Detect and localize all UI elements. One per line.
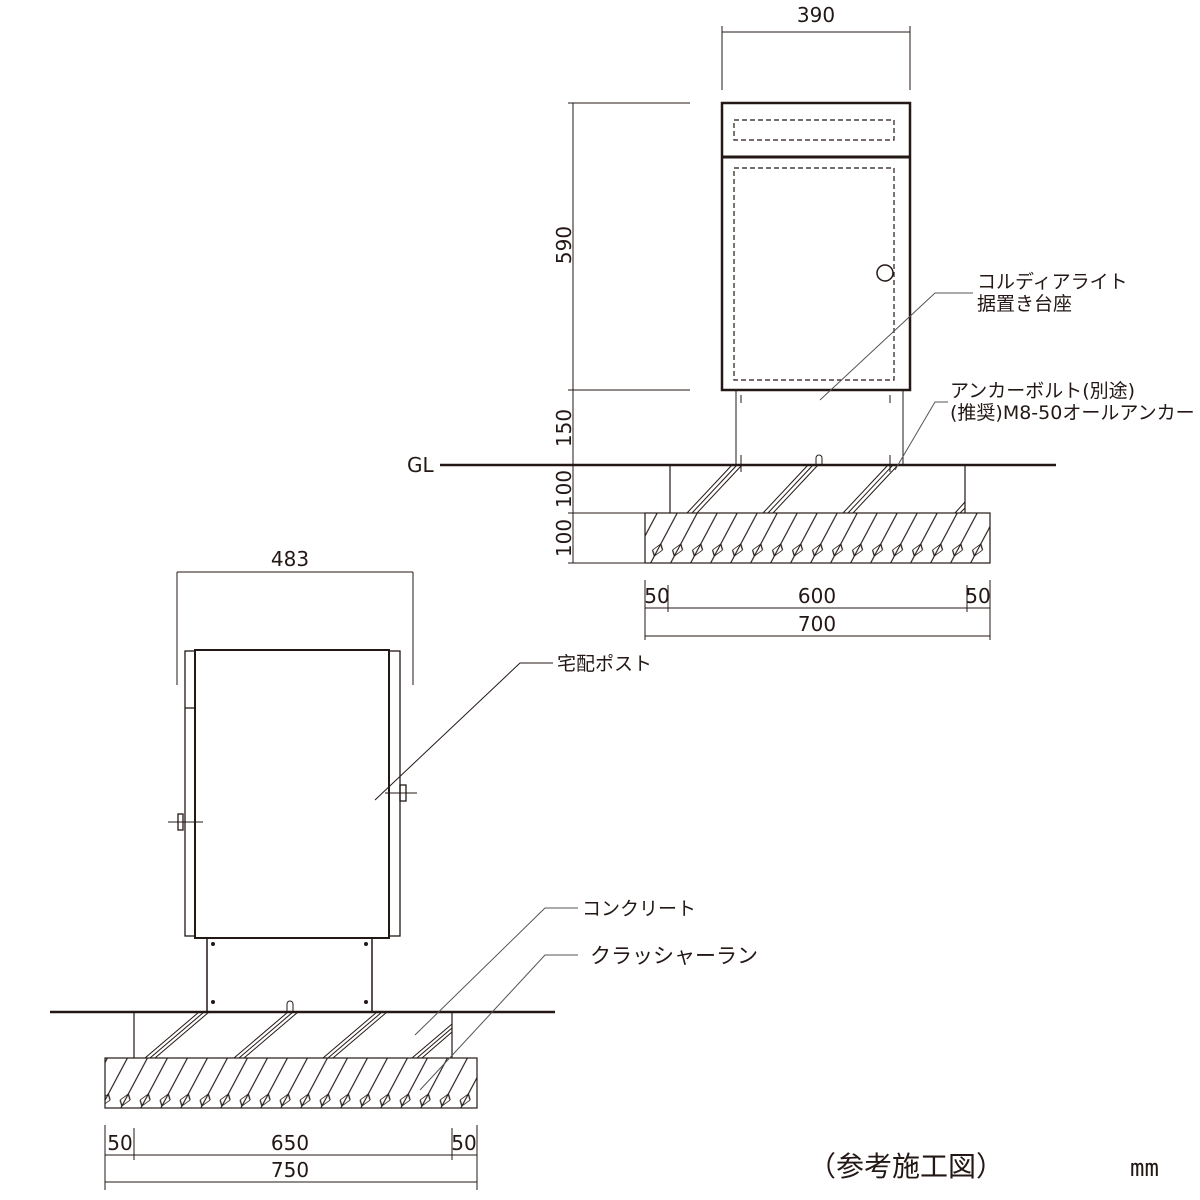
dim-label: 590 [552,226,576,264]
front-view: 390 GL [407,3,1195,640]
crusher-run-side [104,1057,478,1109]
dim-label: 100 [552,470,576,508]
mailbox-front [720,101,912,392]
dim-label: 50 [107,1131,132,1155]
dimension-base-front: 50 600 50 700 [644,580,991,640]
ground-label: GL [407,453,434,477]
dim-label: 100 [552,519,576,557]
dim-label: 390 [797,3,835,27]
drawing-title: （参考施工図） [808,1150,1004,1183]
dimension-width-483: 483 [176,547,414,685]
dimension-width-390: 390 [721,3,911,90]
callout-concrete: コンクリート [414,898,696,1036]
stand-front [735,390,904,472]
svg-text:宅配ポスト: 宅配ポスト [557,653,652,675]
svg-text:コンクリート: コンクリート [582,898,696,920]
unit-label: mm [1130,1154,1159,1182]
dimension-base-side: 50 650 50 750 [104,1125,478,1190]
dimension-heights: 590 150 100 100 [552,102,690,564]
concrete-side [133,1011,453,1059]
svg-text:クラッシャーラン: クラッシャーラン [590,944,758,968]
svg-text:アンカーボルト(別途): アンカーボルト(別途) [950,380,1135,402]
svg-text:(推奨)M8-50オールアンカー: (推奨)M8-50オールアンカー [950,402,1195,424]
dim-label: 600 [798,584,836,608]
svg-text:コルディアライト: コルディアライト [977,271,1128,293]
stand-side [206,938,373,1012]
dim-label: 150 [552,409,576,447]
dim-label: 750 [271,1158,309,1182]
handle-icon [876,264,894,282]
dim-label: 50 [451,1131,476,1155]
concrete-front [669,464,966,514]
dim-label: 700 [798,612,836,636]
callout-anchor: アンカーボルト(別途) (推奨)M8-50オールアンカー [894,380,1195,471]
dim-label: 483 [271,547,309,571]
dim-label: 50 [965,584,990,608]
mailbox-side [168,649,417,939]
callout-post: 宅配ポスト [374,653,652,801]
side-view: 483 [50,547,758,1190]
crusher-run-front [644,512,991,564]
dim-label: 50 [644,584,669,608]
svg-text:据置き台座: 据置き台座 [977,293,1072,315]
callout-crusher: クラッシャーラン [419,944,758,1091]
dim-label: 650 [271,1131,309,1155]
callout-product: コルディアライト 据置き台座 [819,271,1128,401]
